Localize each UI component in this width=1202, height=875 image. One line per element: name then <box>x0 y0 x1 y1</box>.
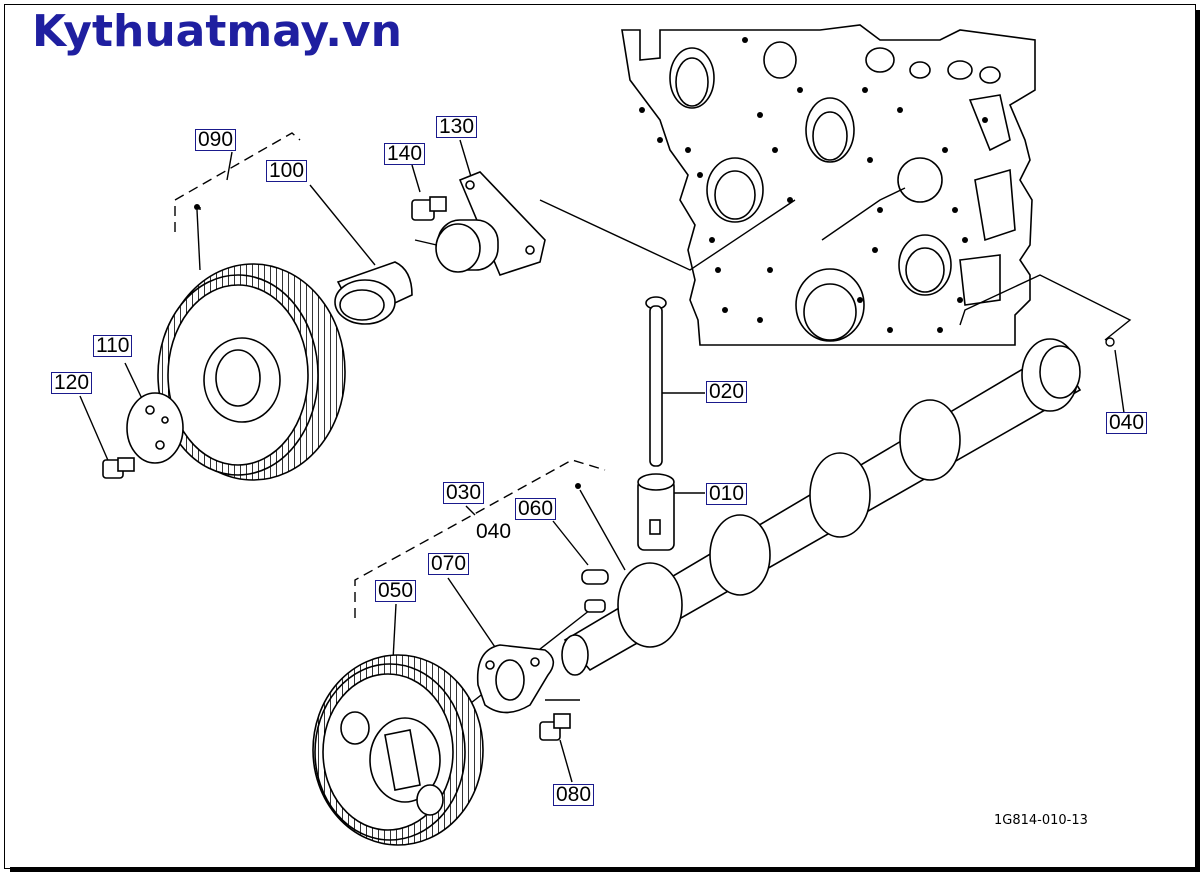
label-040-inline: 040 <box>476 520 512 543</box>
idle-gear <box>157 263 346 481</box>
label-030: 030 <box>443 482 485 504</box>
frame-shadow-bottom <box>10 867 1200 872</box>
thrust-plate <box>476 644 555 714</box>
key <box>581 569 609 585</box>
gear-bushing <box>334 261 413 325</box>
label-100: 100 <box>266 160 308 182</box>
label-080: 080 <box>553 784 595 806</box>
label-040: 040 <box>1106 412 1148 434</box>
label-140: 140 <box>384 143 426 165</box>
label-110: 110 <box>93 335 133 357</box>
push-rod <box>645 296 667 467</box>
thrust-collar <box>126 392 184 464</box>
bolt-080 <box>539 713 571 741</box>
label-120: 120 <box>51 372 93 394</box>
label-130: 130 <box>436 116 478 138</box>
label-050: 050 <box>375 580 417 602</box>
label-010: 010 <box>706 483 748 505</box>
idle-gear-shaft <box>435 171 546 276</box>
engine-block <box>621 24 1036 346</box>
label-060: 060 <box>515 498 557 520</box>
tappet <box>637 473 675 551</box>
cam-gear <box>312 654 484 846</box>
frame-shadow-right <box>1195 10 1200 872</box>
label-090: 090 <box>195 129 237 151</box>
camshaft <box>561 338 1082 676</box>
drawing-reference: 1G814-010-13 <box>994 813 1088 828</box>
label-020: 020 <box>706 381 748 403</box>
bolt-120 <box>102 457 135 479</box>
label-070: 070 <box>428 553 470 575</box>
site-logo: Kythuatmay.vn <box>32 6 402 57</box>
bolt-140 <box>411 196 447 221</box>
